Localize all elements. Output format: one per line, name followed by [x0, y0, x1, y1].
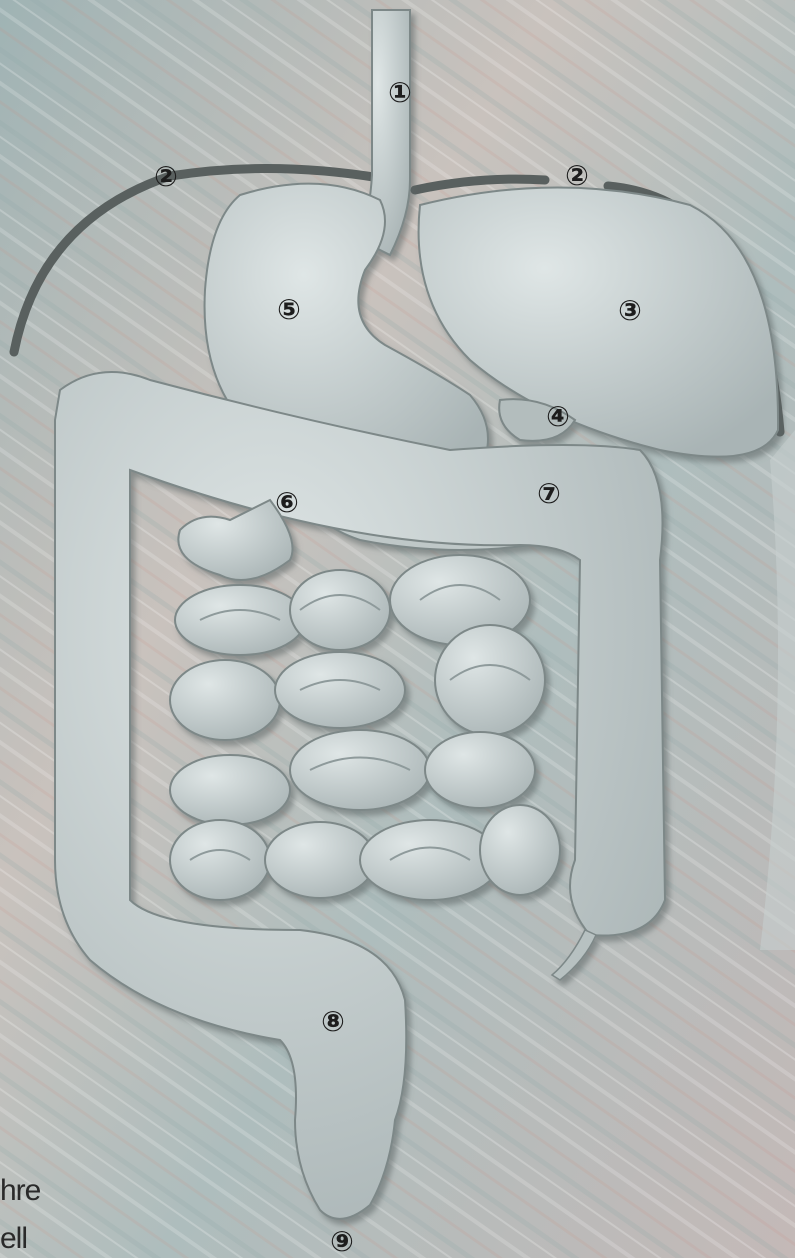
marker-9: ⑨ [330, 1225, 354, 1258]
marker-1: ① [388, 76, 412, 109]
edge-text-line-2: ell [0, 1222, 27, 1256]
marker-3: ③ [618, 294, 642, 327]
marker-7: ⑦ [537, 477, 561, 510]
edge-text-line-1: hre [0, 1174, 40, 1208]
marker-6: ⑥ [275, 486, 299, 519]
marker-8: ⑧ [321, 1005, 345, 1038]
marker-4: ④ [546, 400, 570, 433]
marker-5: ⑤ [277, 293, 301, 326]
marker-2-left: ② [154, 160, 178, 193]
marker-2-right: ② [565, 159, 589, 192]
